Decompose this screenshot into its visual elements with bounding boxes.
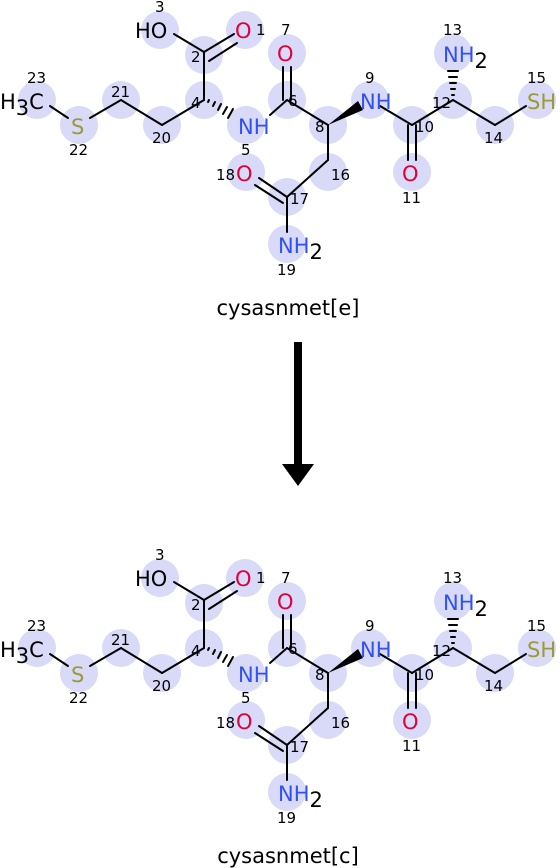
atom-number: 12	[432, 642, 451, 660]
atom-5-label: NH	[238, 115, 270, 139]
atom-9-label: NH	[360, 638, 392, 662]
atom-number: 13	[443, 569, 462, 587]
atom-number: 3	[155, 546, 165, 564]
atom-7-label: O	[277, 590, 294, 614]
atom-number: 20	[152, 129, 171, 147]
down-arrow-icon	[282, 342, 314, 486]
atom-number: 9	[365, 617, 375, 635]
atom-11-label: O	[402, 710, 419, 734]
atom-number: 6	[288, 92, 298, 110]
atom-5-label: NH	[238, 663, 270, 687]
atom-number: 1	[256, 569, 266, 587]
atom-number: 13	[443, 21, 462, 39]
metabolite-name-top: cysasnmet[e]	[217, 296, 360, 320]
atom-number: 8	[315, 118, 325, 136]
atom-number: 21	[111, 83, 130, 101]
atom-1-label: O	[235, 19, 252, 43]
atom-3-label: HO	[135, 19, 167, 43]
atom-number: 4	[191, 94, 201, 112]
atom-3-label: HO	[135, 567, 167, 591]
atom-number: 18	[216, 714, 235, 732]
atom-7-label: O	[277, 42, 294, 66]
atom-15-label: SH	[527, 90, 556, 114]
atom-number: 17	[290, 738, 309, 756]
atom-number: 19	[277, 809, 296, 827]
atom-number: 5	[241, 689, 251, 707]
atom-number: 3	[155, 0, 165, 16]
atom-13-label: NH2	[443, 591, 488, 621]
atom-number: 1	[256, 21, 266, 39]
atom-number: 20	[152, 677, 171, 695]
atom-number: 22	[69, 689, 88, 707]
atom-1-label: O	[235, 567, 252, 591]
atom-number: 14	[484, 677, 503, 695]
atom-number: 16	[331, 714, 350, 732]
atom-number: 19	[277, 261, 296, 279]
atom-number: 6	[288, 640, 298, 658]
atom-number: 5	[241, 141, 251, 159]
atom-number: 15	[527, 69, 546, 87]
atom-number: 14	[484, 129, 503, 147]
atom-number: 15	[527, 617, 546, 635]
atom-number: 9	[365, 69, 375, 87]
atom-number: 17	[290, 190, 309, 208]
atom-number: 21	[111, 631, 130, 649]
atom-number: 11	[402, 189, 421, 207]
atom-number: 8	[315, 666, 325, 684]
atom-number: 22	[69, 141, 88, 159]
atom-number: 7	[281, 569, 291, 587]
atom-number: 18	[216, 166, 235, 184]
atom-23-label: H3C	[0, 90, 44, 120]
atom-13-label: NH2	[443, 43, 488, 73]
atom-number: 2	[191, 48, 201, 66]
atom-22-label: S	[71, 115, 84, 139]
atom-number: 23	[27, 69, 46, 87]
atom-11-label: O	[402, 162, 419, 186]
atom-number: 11	[402, 737, 421, 755]
atom-number: 12	[432, 94, 451, 112]
atom-15-label: SH	[527, 638, 556, 662]
metabolite-name-bottom: cysasnmet[c]	[217, 844, 359, 868]
molecule-top: HO O O NH NH NH2 O SH O NH2 S H3C 3 1 2 …	[0, 0, 557, 320]
molecule-bottom: HO O O NH NH NH2 O SH O NH2 S H3C 3 1 2 …	[0, 546, 557, 868]
atom-number: 10	[415, 118, 434, 136]
atom-19-label: NH2	[278, 234, 323, 264]
atom-number: 16	[331, 166, 350, 184]
atom-9-label: NH	[360, 90, 392, 114]
atom-23-label: H3C	[0, 638, 44, 668]
atom-number: 23	[27, 617, 46, 635]
atom-22-label: S	[71, 663, 84, 687]
atom-18-label: O	[236, 162, 253, 186]
atom-number: 4	[191, 642, 201, 660]
atom-number: 10	[415, 666, 434, 684]
atom-number: 7	[281, 21, 291, 39]
atom-19-label: NH2	[278, 782, 323, 812]
atom-number: 2	[191, 596, 201, 614]
atom-18-label: O	[236, 710, 253, 734]
